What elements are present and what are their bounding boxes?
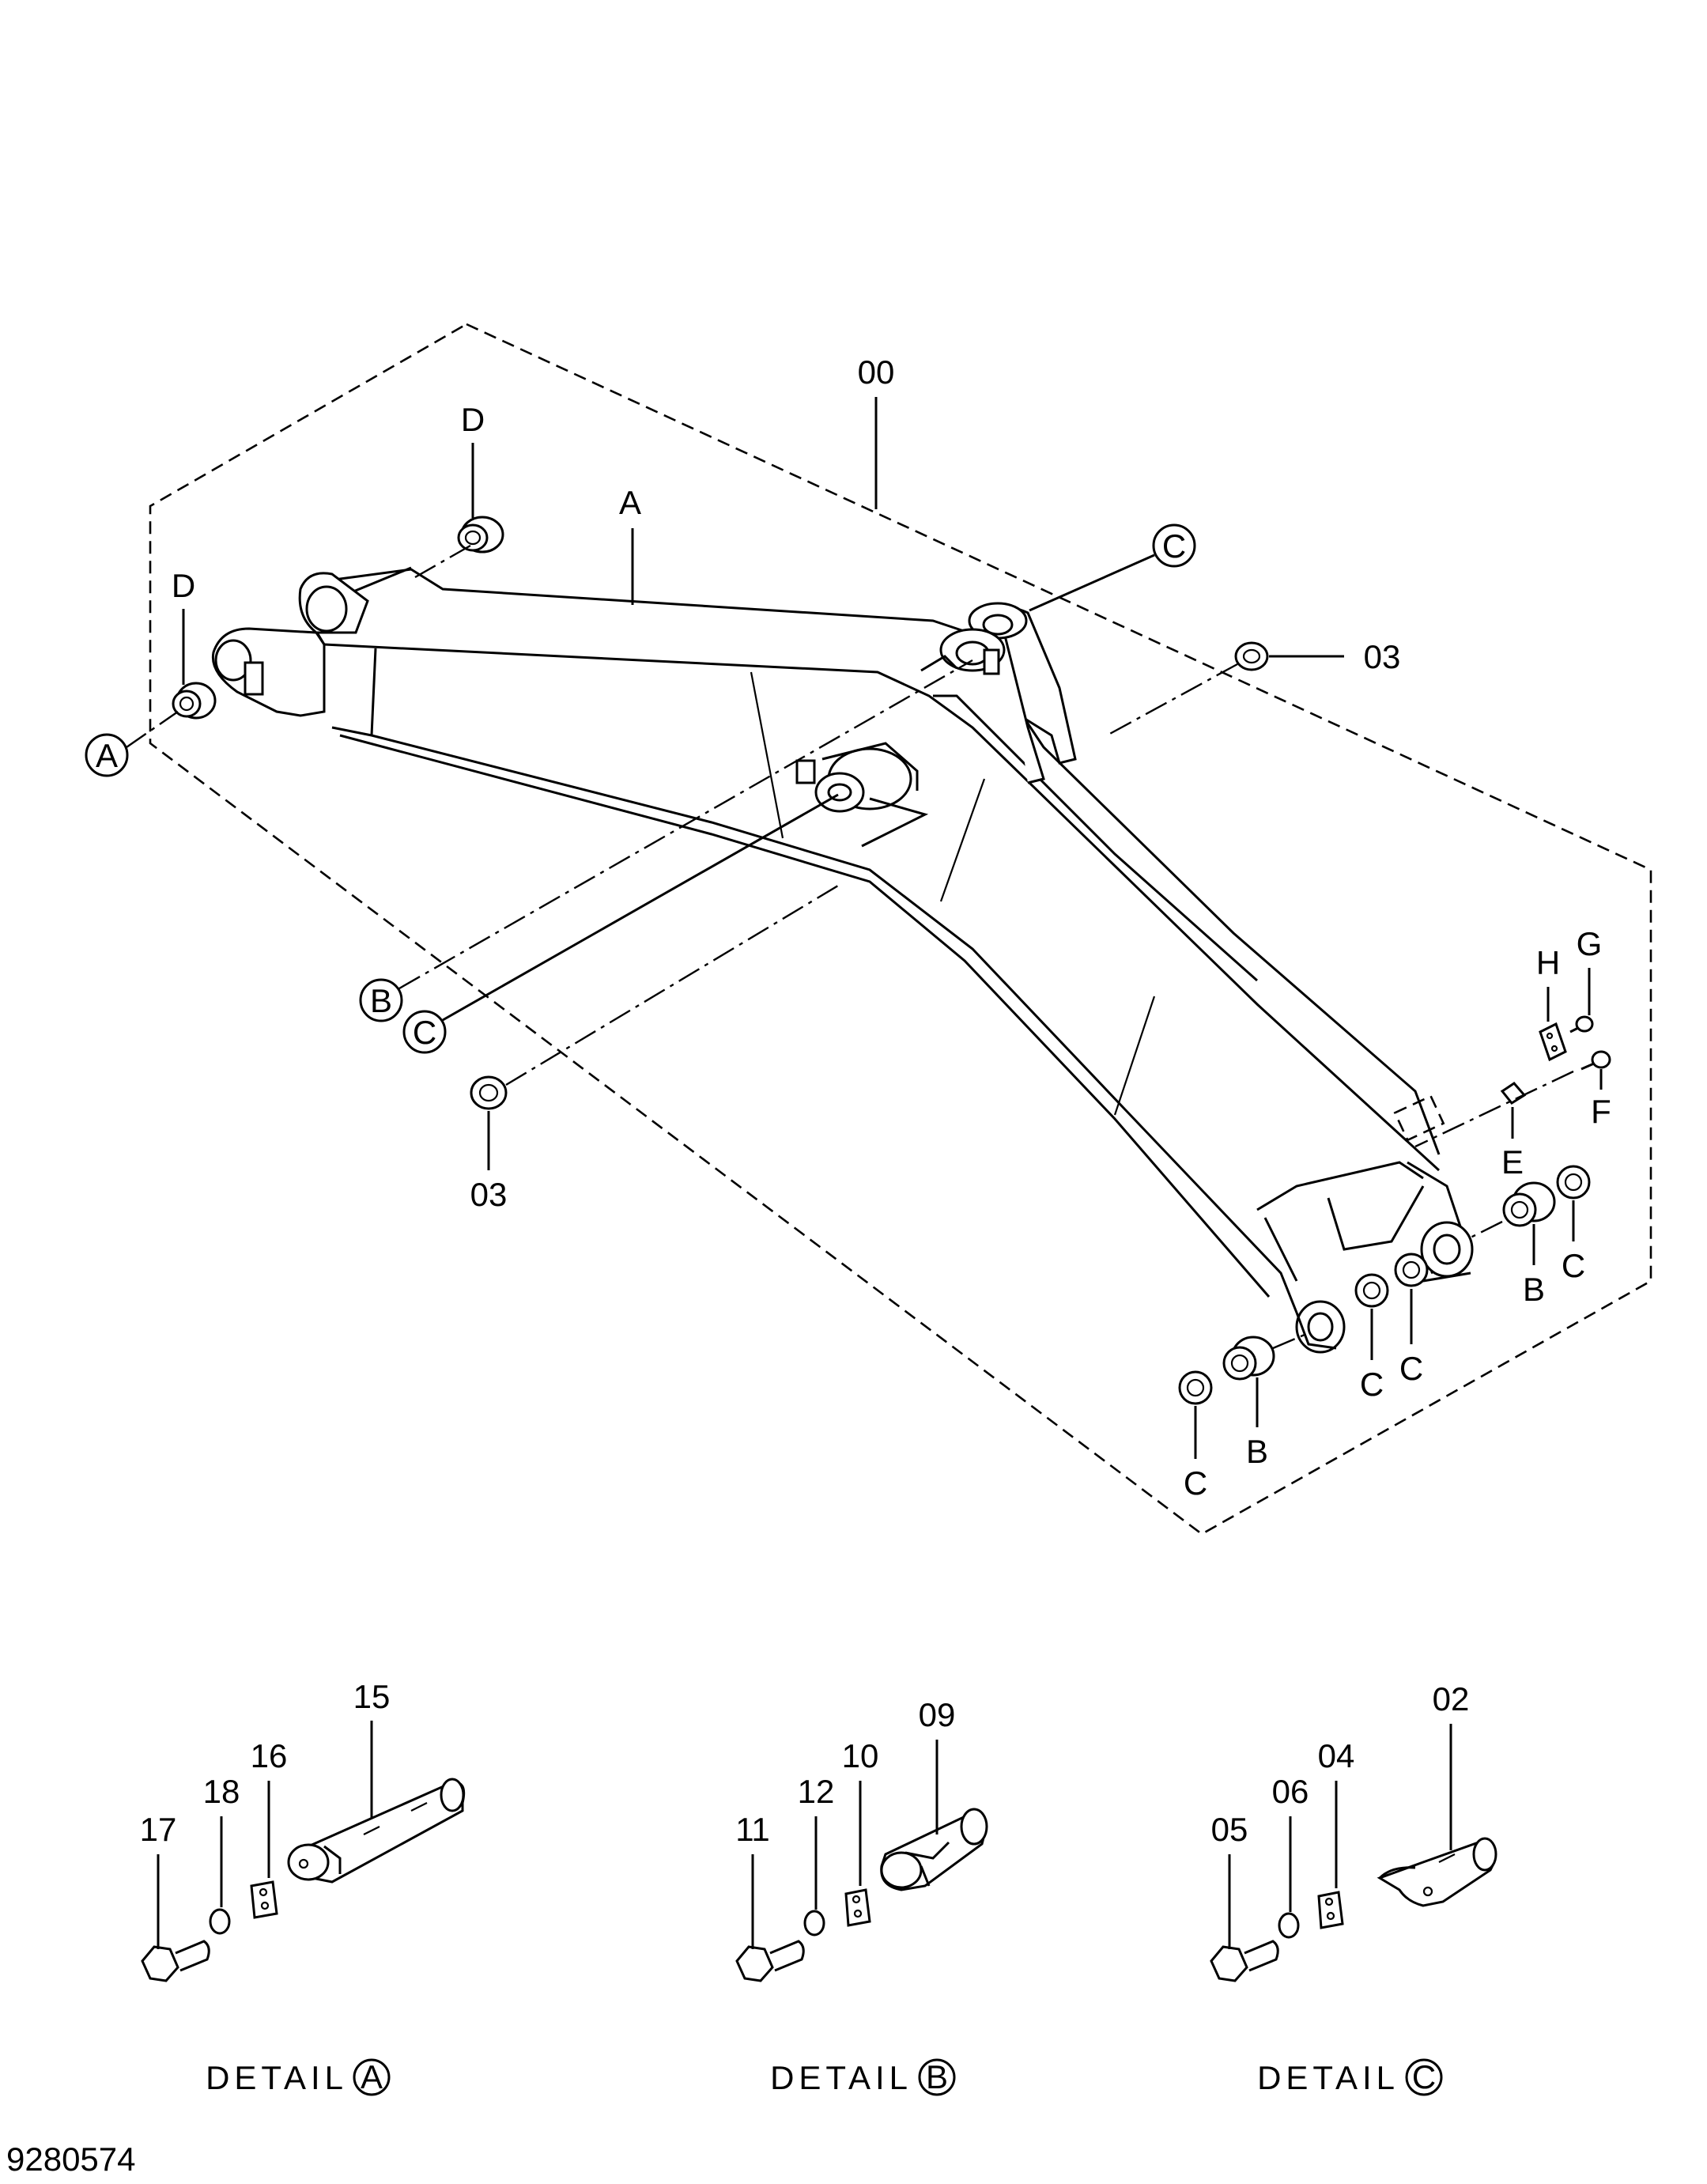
bolt-g bbox=[1569, 1015, 1594, 1033]
bushing-d-left bbox=[172, 682, 217, 720]
svg-text:DETAIL: DETAIL bbox=[1257, 2059, 1399, 2096]
svg-text:16: 16 bbox=[251, 1737, 288, 1774]
svg-text:A: A bbox=[96, 737, 118, 774]
detail-c: 02 04 06 05 DETAIL C bbox=[1210, 1680, 1497, 2096]
bush-b-right bbox=[1502, 1181, 1556, 1227]
svg-text:B: B bbox=[370, 982, 392, 1019]
svg-text:C: C bbox=[1399, 1350, 1423, 1387]
assembly-boundary bbox=[149, 323, 1652, 1536]
svg-text:02: 02 bbox=[1433, 1680, 1470, 1717]
svg-text:C: C bbox=[1162, 527, 1186, 565]
svg-text:C: C bbox=[1562, 1247, 1585, 1284]
svg-text:18: 18 bbox=[203, 1773, 240, 1810]
spacer-03-top bbox=[1234, 641, 1269, 671]
callout-c-bottom bbox=[402, 1010, 447, 1054]
svg-text:DETAIL: DETAIL bbox=[770, 2059, 912, 2096]
svg-text:A: A bbox=[361, 2058, 383, 2095]
bolt-f bbox=[1580, 1050, 1611, 1071]
svg-text:E: E bbox=[1501, 1143, 1524, 1181]
callout-c-top bbox=[1152, 523, 1196, 568]
callout-b bbox=[359, 978, 403, 1022]
svg-text:C: C bbox=[1412, 2058, 1436, 2095]
svg-text:09: 09 bbox=[919, 1696, 956, 1733]
label-d-left: D bbox=[172, 567, 195, 604]
svg-text:12: 12 bbox=[798, 1773, 835, 1810]
callout-a bbox=[85, 733, 129, 777]
svg-text:C: C bbox=[413, 1014, 436, 1051]
svg-text:B: B bbox=[1246, 1433, 1268, 1470]
svg-text:05: 05 bbox=[1211, 1811, 1248, 1848]
svg-text:F: F bbox=[1591, 1093, 1611, 1130]
label-03-top: 03 bbox=[1364, 638, 1401, 675]
svg-text:C: C bbox=[1360, 1366, 1384, 1403]
assembly-label: 00 bbox=[858, 353, 895, 391]
svg-text:C: C bbox=[1184, 1464, 1207, 1502]
svg-text:B: B bbox=[926, 2058, 948, 2095]
bush-b-bottom bbox=[1222, 1336, 1275, 1381]
plate-e bbox=[1500, 1082, 1527, 1105]
spacer-03-bottom bbox=[470, 1075, 508, 1110]
svg-text:04: 04 bbox=[1318, 1737, 1355, 1774]
shim-c-mid2 bbox=[1394, 1253, 1429, 1287]
svg-text:B: B bbox=[1523, 1271, 1545, 1308]
svg-text:G: G bbox=[1577, 925, 1603, 962]
bushing-d-top bbox=[457, 516, 504, 554]
svg-text:15: 15 bbox=[353, 1678, 391, 1715]
svg-text:06: 06 bbox=[1272, 1773, 1309, 1810]
label-d-top: D bbox=[461, 401, 485, 438]
detail-a: 15 16 18 17 DETAIL A bbox=[140, 1678, 466, 2096]
label-03-bottom: 03 bbox=[470, 1176, 508, 1213]
plate-h bbox=[1539, 1022, 1567, 1062]
boom-frame bbox=[211, 566, 1474, 1354]
shim-c-bottom bbox=[1178, 1370, 1213, 1405]
detail-caption: DETAIL bbox=[206, 2059, 348, 2096]
shim-c-mid1 bbox=[1354, 1273, 1389, 1308]
svg-text:17: 17 bbox=[140, 1811, 177, 1848]
detail-b: 09 10 12 11 DETAIL B bbox=[735, 1696, 988, 2096]
svg-text:11: 11 bbox=[735, 1811, 770, 1848]
shim-c-right bbox=[1556, 1165, 1591, 1200]
drawing-number: 9280574 bbox=[6, 2141, 136, 2178]
label-frame-a: A bbox=[619, 484, 641, 521]
svg-text:10: 10 bbox=[842, 1737, 879, 1774]
svg-text:H: H bbox=[1536, 944, 1560, 981]
